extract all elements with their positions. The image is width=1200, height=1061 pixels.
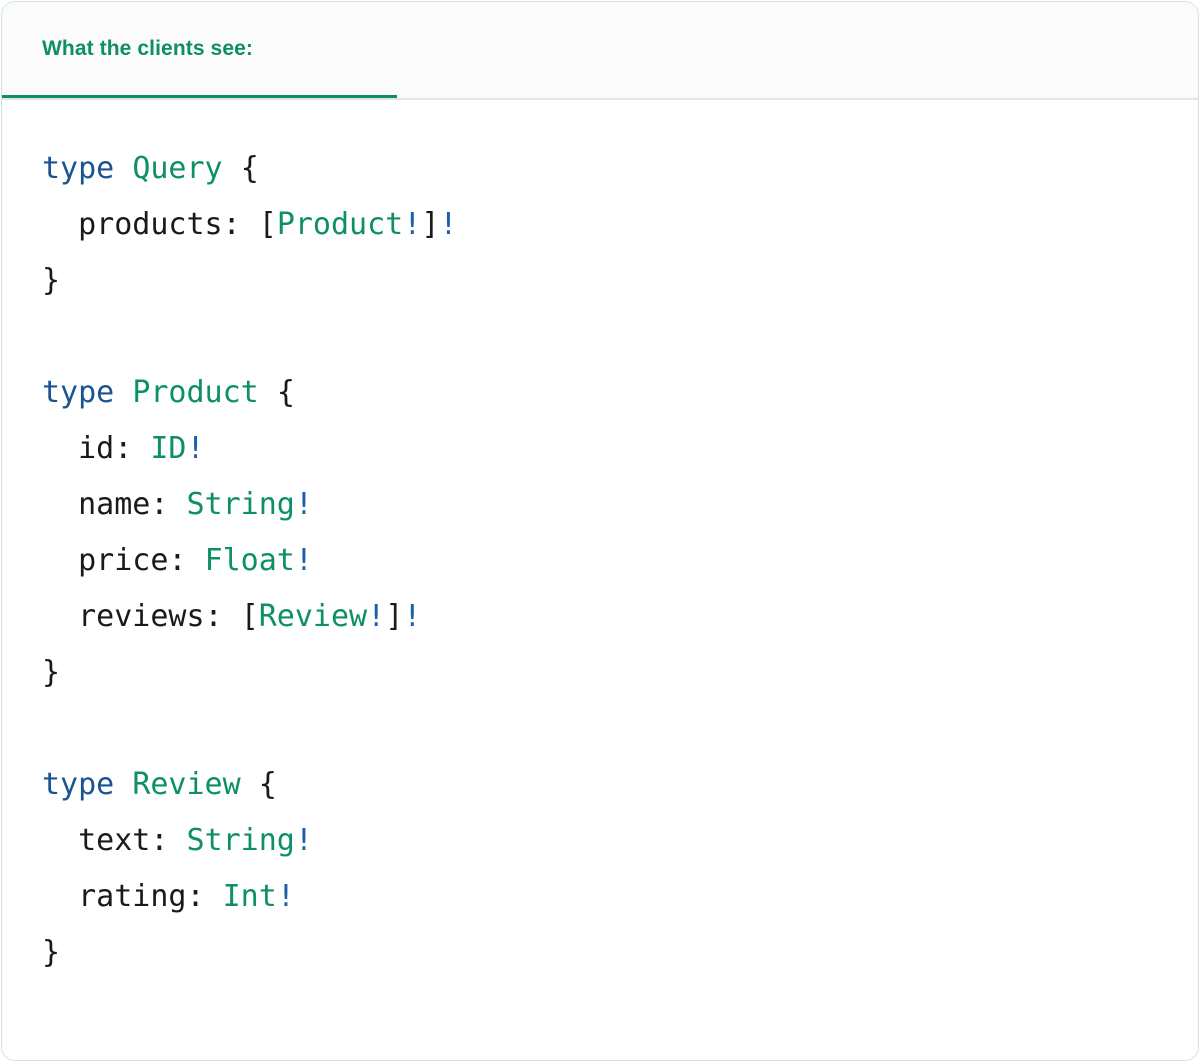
field-type: Review: [258, 599, 368, 634]
field-name: products:: [78, 207, 241, 242]
field-name: id:: [78, 431, 133, 466]
non-null-marker: !: [403, 207, 422, 242]
type-name: Query: [132, 151, 223, 186]
graphql-keyword: type: [42, 151, 115, 186]
code-blank-line: [42, 701, 1198, 757]
non-null-marker: !: [294, 823, 313, 858]
field-line: name: String!: [42, 477, 1198, 533]
field-name: text:: [78, 823, 169, 858]
type-declaration: type Product {: [42, 365, 1198, 421]
field-type: Float: [204, 543, 295, 578]
graphql-keyword: type: [42, 375, 115, 410]
field-line: text: String!: [42, 813, 1198, 869]
brace-open: {: [258, 767, 277, 802]
non-null-marker: !: [186, 431, 205, 466]
field-line: reviews: [Review!]!: [42, 589, 1198, 645]
non-null-marker: !: [367, 599, 386, 634]
field-line: price: Float!: [42, 533, 1198, 589]
brace-close: }: [42, 935, 61, 970]
field-name: rating:: [78, 879, 205, 914]
field-type: String: [186, 823, 295, 858]
non-null-marker: !: [294, 543, 313, 578]
tab-label: What the clients see:: [42, 36, 253, 60]
type-declaration: type Query {: [42, 141, 1198, 197]
field-type: Int: [222, 879, 277, 914]
brace-open: {: [276, 375, 295, 410]
schema-code-body: type Query { products: [Product!]!}type …: [2, 100, 1198, 981]
bracket-close: ]: [385, 599, 404, 634]
field-line: id: ID!: [42, 421, 1198, 477]
type-name: Review: [132, 767, 241, 802]
non-null-marker-outer: !: [439, 207, 458, 242]
panel-tabstrip: What the clients see:: [2, 2, 1198, 100]
non-null-marker: !: [294, 487, 313, 522]
field-name: reviews:: [78, 599, 223, 634]
type-name: Product: [132, 375, 259, 410]
brace-close-line: }: [42, 645, 1198, 701]
bracket-open: [: [240, 599, 259, 634]
field-name: price:: [78, 543, 187, 578]
field-type: Product: [276, 207, 404, 242]
non-null-marker-outer: !: [403, 599, 422, 634]
brace-close: }: [42, 263, 61, 298]
bracket-close: ]: [421, 207, 440, 242]
field-type: ID: [150, 431, 187, 466]
brace-close-line: }: [42, 925, 1198, 981]
type-declaration: type Review {: [42, 757, 1198, 813]
tab-what-the-clients-see[interactable]: What the clients see:: [2, 2, 397, 98]
code-blank-line: [42, 309, 1198, 365]
graphql-keyword: type: [42, 767, 115, 802]
brace-close: }: [42, 655, 61, 690]
field-type: String: [186, 487, 295, 522]
bracket-open: [: [258, 207, 277, 242]
field-line: products: [Product!]!: [42, 197, 1198, 253]
graphql-schema-code[interactable]: type Query { products: [Product!]!}type …: [42, 141, 1198, 981]
field-line: rating: Int!: [42, 869, 1198, 925]
brace-close-line: }: [42, 253, 1198, 309]
field-name: name:: [78, 487, 169, 522]
brace-open: {: [240, 151, 259, 186]
non-null-marker: !: [276, 879, 295, 914]
